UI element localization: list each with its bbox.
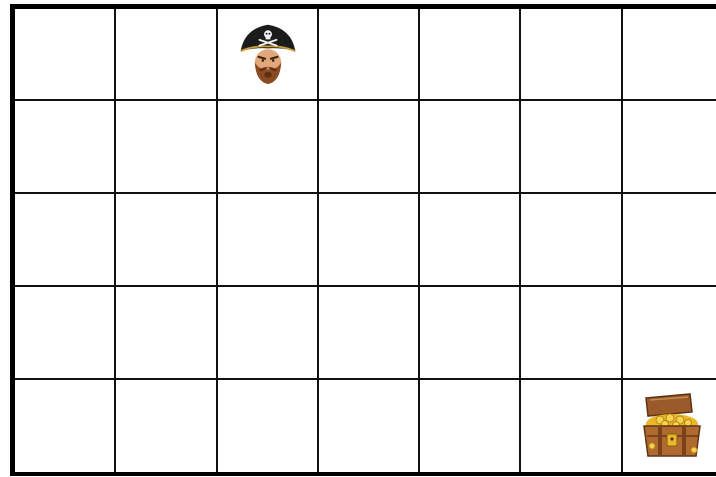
board-cell-r3-c3[interactable] — [218, 194, 319, 287]
board-cell-r4-c2[interactable] — [116, 287, 218, 380]
game-board — [10, 4, 716, 476]
board-cell-r2-c5[interactable] — [420, 101, 521, 194]
board-cell-r4-c6[interactable] — [521, 287, 623, 380]
board-cell-r1-c6[interactable] — [521, 9, 623, 101]
board-cell-r2-c7[interactable] — [623, 101, 716, 194]
board-cell-r1-c1[interactable] — [15, 9, 116, 101]
board-cell-r1-c3[interactable] — [218, 9, 319, 101]
board-cell-r1-c4[interactable] — [319, 9, 420, 101]
board-cell-r5-c6[interactable] — [521, 380, 623, 472]
board-cell-r2-c2[interactable] — [116, 101, 218, 194]
pirate-captain-icon[interactable] — [235, 21, 301, 87]
board-cell-r5-c7[interactable] — [623, 380, 716, 472]
board-cell-r4-c5[interactable] — [420, 287, 521, 380]
board-cell-r5-c4[interactable] — [319, 380, 420, 472]
board-cell-r1-c5[interactable] — [420, 9, 521, 101]
board-cell-r3-c5[interactable] — [420, 194, 521, 287]
board-cell-r2-c1[interactable] — [15, 101, 116, 194]
board-cell-r3-c7[interactable] — [623, 194, 716, 287]
board-cell-r3-c4[interactable] — [319, 194, 420, 287]
board-cell-r3-c1[interactable] — [15, 194, 116, 287]
board-cell-r5-c5[interactable] — [420, 380, 521, 472]
board-cell-r4-c3[interactable] — [218, 287, 319, 380]
board-cell-r2-c6[interactable] — [521, 101, 623, 194]
board-cell-r2-c4[interactable] — [319, 101, 420, 194]
board-cell-r4-c4[interactable] — [319, 287, 420, 380]
board-cell-r5-c1[interactable] — [15, 380, 116, 472]
board-cell-r5-c3[interactable] — [218, 380, 319, 472]
board-cell-r1-c7[interactable] — [623, 9, 716, 101]
treasure-chest-icon[interactable] — [634, 390, 706, 462]
board-cell-r2-c3[interactable] — [218, 101, 319, 194]
board-cell-r5-c2[interactable] — [116, 380, 218, 472]
board-cell-r4-c1[interactable] — [15, 287, 116, 380]
board-cell-r4-c7[interactable] — [623, 287, 716, 380]
board-cell-r1-c2[interactable] — [116, 9, 218, 101]
board-cell-r3-c6[interactable] — [521, 194, 623, 287]
board-cell-r3-c2[interactable] — [116, 194, 218, 287]
